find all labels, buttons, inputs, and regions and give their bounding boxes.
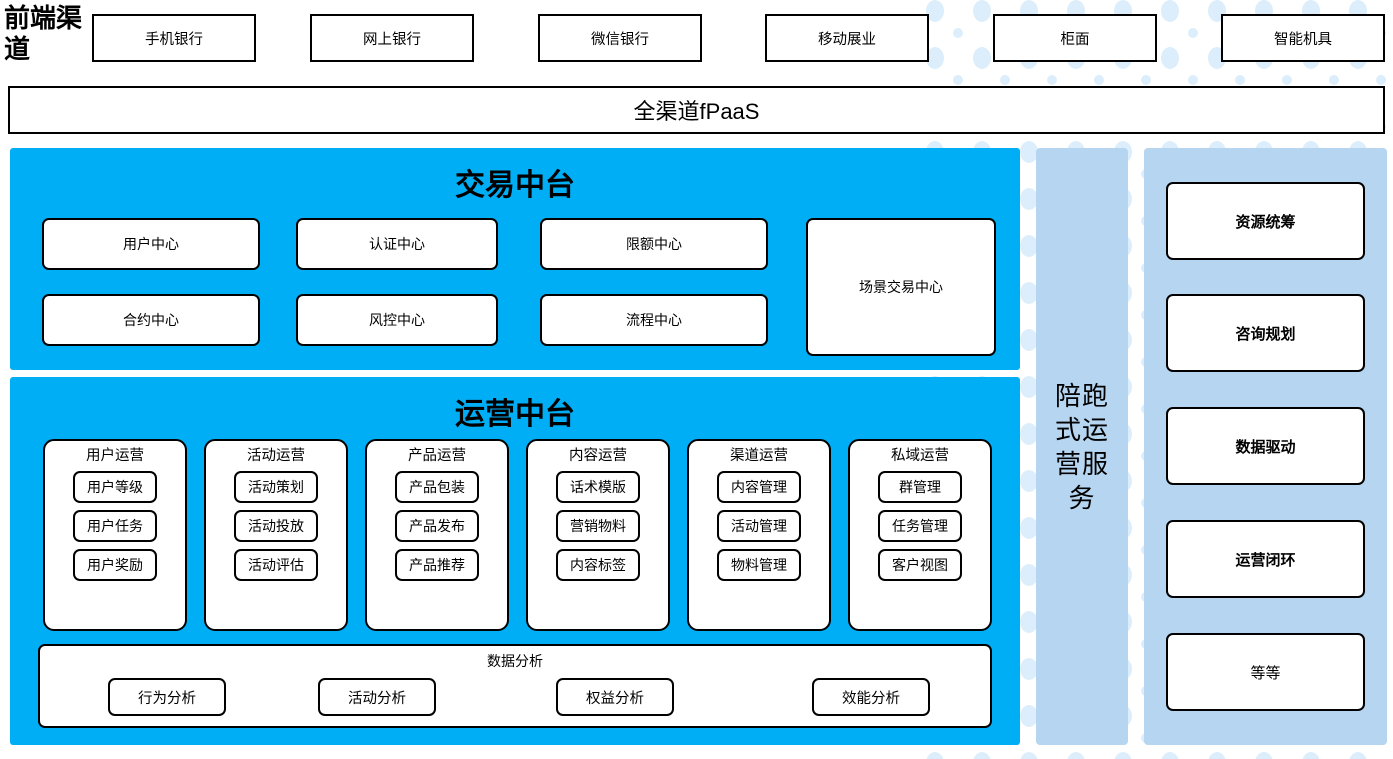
ops-item-1-3[interactable]: 用户奖励 [73, 549, 157, 581]
trade-center-box-1[interactable]: 用户中心 [42, 218, 260, 270]
accompany-service-line: 务 [1068, 482, 1096, 513]
ops-column-6: 私域运营群管理任务管理客户视图 [848, 439, 992, 631]
channel-box-6[interactable]: 智能机具 [1221, 14, 1385, 62]
data-analysis-box-4[interactable]: 效能分析 [812, 678, 930, 716]
data-analysis-title: 数据分析 [487, 653, 543, 669]
channel-box-3[interactable]: 微信银行 [538, 14, 702, 62]
service-box-1[interactable]: 资源统筹 [1166, 182, 1365, 260]
service-box-2[interactable]: 咨询规划 [1166, 294, 1365, 372]
ops-column-title: 内容运营 [569, 448, 627, 464]
service-box-3[interactable]: 数据驱动 [1166, 407, 1365, 485]
trade-center-box-6[interactable]: 风控中心 [296, 294, 498, 346]
ops-item-4-1[interactable]: 话术模版 [556, 471, 640, 503]
ops-center-title: 运营中台 [455, 398, 575, 431]
accompany-service-line: 营服 [1054, 448, 1109, 479]
ops-item-1-1[interactable]: 用户等级 [73, 471, 157, 503]
ops-column-title: 活动运营 [247, 448, 305, 464]
channel-box-1[interactable]: 手机银行 [92, 14, 256, 62]
trade-center-box-7[interactable]: 流程中心 [540, 294, 768, 346]
data-analysis-strip: 数据分析 行为分析 活动分析 权益分析 效能分析 [38, 644, 992, 728]
channel-box-4[interactable]: 移动展业 [765, 14, 929, 62]
data-analysis-box-1[interactable]: 行为分析 [108, 678, 226, 716]
fpaas-bar[interactable]: 全渠道fPaaS [8, 86, 1385, 134]
data-analysis-box-2[interactable]: 活动分析 [318, 678, 436, 716]
accompany-service-line: 陪跑 [1054, 380, 1109, 411]
ops-center-panel: 运营中台 数据分析 行为分析活动分析权益分析效能分析 用户运营用户等级用户任务用… [10, 377, 1020, 745]
service-box-4[interactable]: 运营闭环 [1166, 520, 1365, 598]
ops-column-5: 渠道运营内容管理活动管理物料管理 [687, 439, 831, 631]
accompany-service-label: 陪跑式运营服务 [1036, 148, 1128, 745]
service-box-5[interactable]: 等等 [1166, 633, 1365, 711]
ops-item-4-2[interactable]: 营销物料 [556, 510, 640, 542]
accompany-service-panel: 陪跑式运营服务 [1036, 148, 1128, 745]
ops-item-1-2[interactable]: 用户任务 [73, 510, 157, 542]
ops-column-title: 渠道运营 [730, 448, 788, 464]
trade-center-title: 交易中台 [455, 169, 575, 202]
ops-column-1: 用户运营用户等级用户任务用户奖励 [43, 439, 187, 631]
ops-item-6-2[interactable]: 任务管理 [878, 510, 962, 542]
ops-item-5-3[interactable]: 物料管理 [717, 549, 801, 581]
ops-item-5-2[interactable]: 活动管理 [717, 510, 801, 542]
ops-item-6-3[interactable]: 客户视图 [878, 549, 962, 581]
trade-center-box-5[interactable]: 合约中心 [42, 294, 260, 346]
ops-item-6-1[interactable]: 群管理 [878, 471, 962, 503]
ops-item-4-3[interactable]: 内容标签 [556, 549, 640, 581]
channel-box-5[interactable]: 柜面 [993, 14, 1157, 62]
channel-box-2[interactable]: 网上银行 [310, 14, 474, 62]
trade-center-box-4[interactable]: 场景交易中心 [806, 218, 996, 356]
front-channel-row: 手机银行 网上银行 微信银行 移动展业 柜面 智能机具 [92, 14, 1385, 62]
ops-item-3-3[interactable]: 产品推荐 [395, 549, 479, 581]
ops-item-5-1[interactable]: 内容管理 [717, 471, 801, 503]
ops-column-2: 活动运营活动策划活动投放活动评估 [204, 439, 348, 631]
ops-item-3-1[interactable]: 产品包装 [395, 471, 479, 503]
ops-column-4: 内容运营话术模版营销物料内容标签 [526, 439, 670, 631]
trade-center-box-3[interactable]: 限额中心 [540, 218, 768, 270]
ops-column-title: 用户运营 [86, 448, 144, 464]
trade-center-box-2[interactable]: 认证中心 [296, 218, 498, 270]
ops-column-3: 产品运营产品包装产品发布产品推荐 [365, 439, 509, 631]
ops-item-2-2[interactable]: 活动投放 [234, 510, 318, 542]
ops-column-title: 私域运营 [891, 448, 949, 464]
ops-column-title: 产品运营 [408, 448, 466, 464]
service-capability-panel: 资源统筹咨询规划数据驱动运营闭环等等 [1144, 148, 1387, 745]
accompany-service-line: 式运 [1054, 414, 1109, 445]
front-channel-label: 前端渠道 [4, 4, 83, 64]
ops-item-2-1[interactable]: 活动策划 [234, 471, 318, 503]
trade-center-panel: 交易中台 用户中心认证中心限额中心场景交易中心合约中心风控中心流程中心 [10, 148, 1020, 370]
data-analysis-box-3[interactable]: 权益分析 [556, 678, 674, 716]
ops-item-3-2[interactable]: 产品发布 [395, 510, 479, 542]
ops-item-2-3[interactable]: 活动评估 [234, 549, 318, 581]
